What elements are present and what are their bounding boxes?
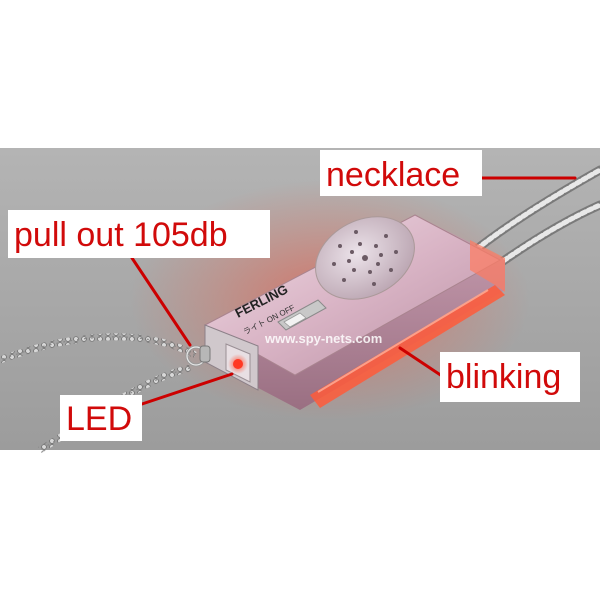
label-led: LED	[66, 400, 132, 438]
label-pull-out: pull out 105db	[14, 216, 228, 254]
speaker-holes	[332, 230, 398, 286]
pull-pin[interactable]	[185, 345, 211, 367]
watermark: www.spy-nets.com	[264, 331, 382, 346]
callout-line-pull-out	[130, 256, 192, 347]
label-box-blinking	[440, 352, 580, 402]
callout-line-blinking	[398, 346, 447, 380]
label-box-led	[60, 395, 142, 441]
light-switch[interactable]	[277, 299, 327, 331]
label-blinking: blinking	[446, 358, 561, 396]
label-box-pull-out	[8, 210, 270, 258]
label-necklace: necklace	[326, 156, 460, 194]
label-box-necklace	[320, 150, 482, 196]
callout-line-led	[140, 372, 234, 406]
alarm-device: FERLING ライト ON OFF	[185, 214, 505, 410]
blinking-light-strip	[310, 285, 505, 408]
callout-lines	[130, 176, 577, 406]
